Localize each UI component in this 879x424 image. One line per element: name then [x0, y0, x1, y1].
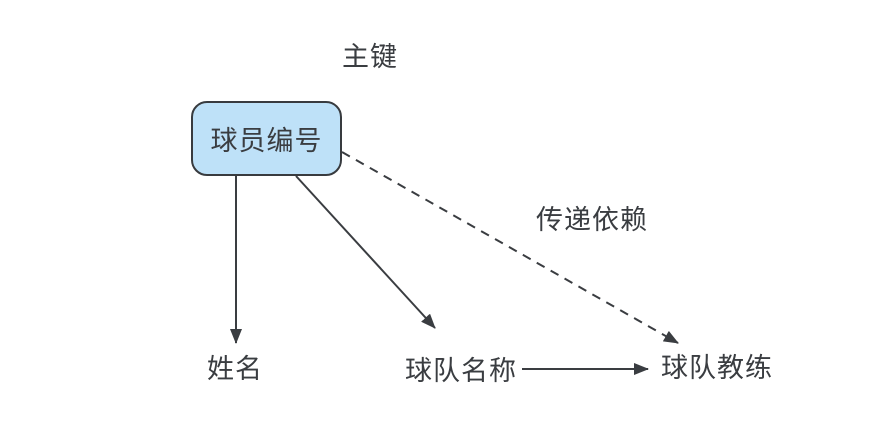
player-id-node: 球员编号 — [191, 101, 342, 176]
primary-key-label: 主键 — [342, 41, 398, 72]
attribute-name-label: 姓名 — [207, 353, 263, 384]
edge-playerid-to-teamname-arrow — [295, 175, 436, 329]
attribute-team-coach-label: 球队教练 — [661, 352, 773, 383]
transitive-dependency-label: 传递依赖 — [536, 204, 648, 235]
edge-playerid-to-teamcoach-dashed-arrow — [341, 151, 679, 344]
attribute-team-name-label: 球队名称 — [405, 355, 517, 386]
